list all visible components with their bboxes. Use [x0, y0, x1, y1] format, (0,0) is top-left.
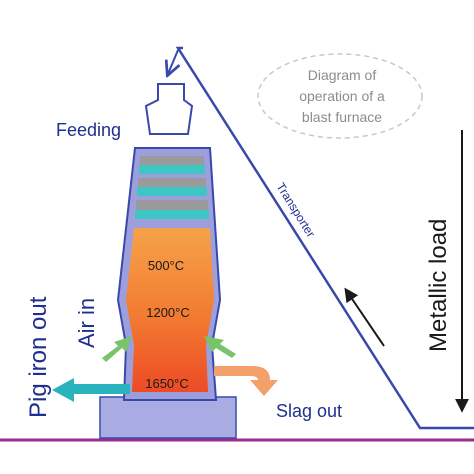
temperature-label-1200: 1200°C	[146, 305, 190, 320]
transporter-top-arrow-icon	[168, 49, 178, 74]
air-in-label: Air in	[74, 298, 99, 348]
layer-gray-1	[140, 156, 204, 165]
layer-teal-3	[135, 210, 209, 219]
hot-zone	[126, 228, 214, 392]
caption-line-1: Diagram of	[308, 67, 377, 83]
conveyor-direction-arrow-icon	[344, 287, 385, 347]
layer-gray-3	[136, 200, 208, 210]
caption-line-3: blast furnace	[302, 109, 382, 125]
pig-iron-out-label: Pig iron out	[25, 296, 52, 418]
temperature-label-1650: 1650°C	[145, 376, 189, 391]
caption-line-2: operation of a	[299, 88, 385, 104]
layer-gray-2	[138, 178, 206, 187]
layer-teal-2	[137, 187, 207, 196]
metallic-load-label: Metallic load	[425, 219, 452, 352]
feeding-hopper-icon	[144, 83, 194, 135]
caption-cloud	[257, 53, 423, 139]
slag-out-arrow-icon	[214, 366, 278, 396]
temperature-label-500: 500°C	[148, 258, 184, 273]
layer-teal-1	[139, 165, 205, 174]
slag-out-label: Slag out	[276, 401, 342, 421]
furnace-base	[99, 396, 237, 439]
air-in-left-arrow-icon	[102, 336, 132, 362]
pig-iron-out-arrow-icon	[52, 378, 130, 402]
air-in-right-arrow-icon	[204, 336, 236, 358]
transporter-conveyor	[175, 46, 474, 430]
feeding-label: Feeding	[56, 120, 121, 140]
